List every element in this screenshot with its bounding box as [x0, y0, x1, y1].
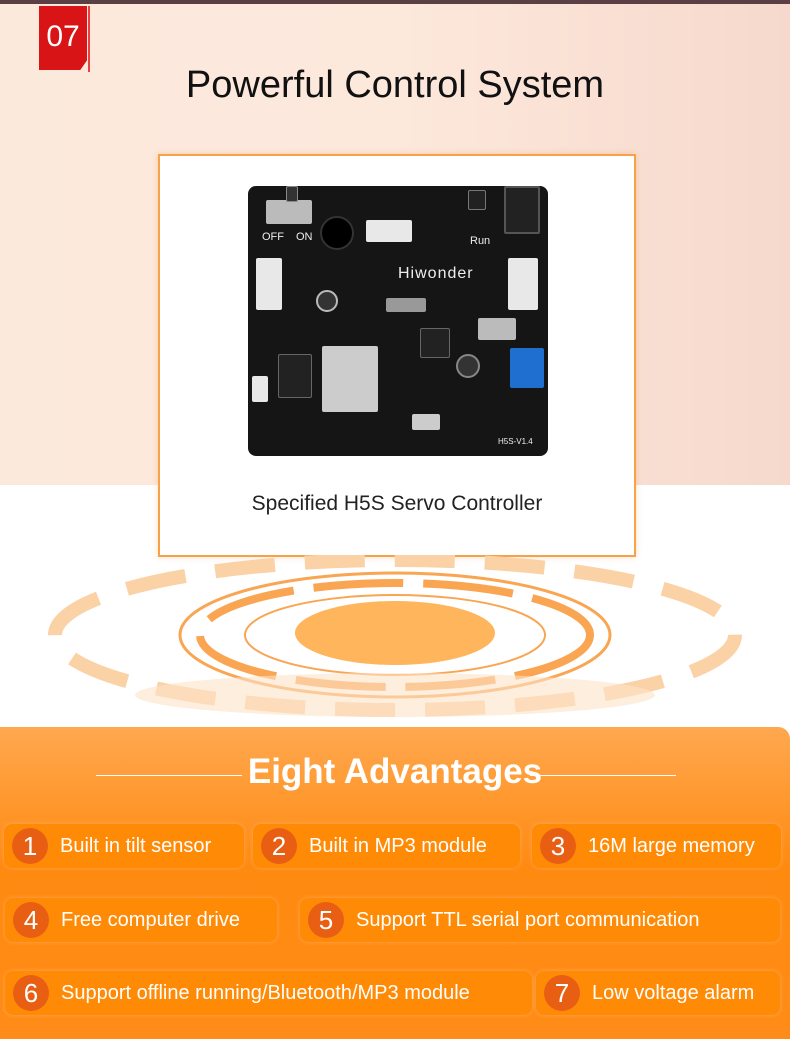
board-version-label: H5S-V1.4: [498, 437, 533, 446]
advantage-label: Built in MP3 module: [309, 834, 487, 857]
advantages-title: Eight Advantages: [247, 752, 543, 791]
board-on-label: ON: [296, 231, 313, 243]
advantage-number: 1: [12, 828, 48, 864]
badge-edge: [86, 6, 90, 72]
advantage-number: 7: [544, 975, 580, 1011]
advantage-item: 4 Free computer drive: [5, 898, 277, 942]
advantage-number: 5: [308, 902, 344, 938]
advantage-item: 1 Built in tilt sensor: [4, 824, 244, 868]
controller-board-image: OFF ON Hiwonder Run H5S-V1.4: [248, 186, 548, 456]
advantage-number: 6: [13, 975, 49, 1011]
top-bar: [0, 0, 790, 4]
advantage-label: Free computer drive: [61, 908, 240, 931]
advantage-label: 16M large memory: [588, 834, 755, 857]
board-brand-label: Hiwonder: [398, 265, 474, 282]
advantage-item: 3 16M large memory: [532, 824, 781, 868]
advantage-item: 5 Support TTL serial port communication: [300, 898, 780, 942]
product-card: OFF ON Hiwonder Run H5S-V1.4 Specified H…: [158, 154, 636, 557]
title-divider-left: [96, 775, 242, 776]
page-title: Powerful Control System: [185, 64, 605, 106]
advantage-number: 3: [540, 828, 576, 864]
board-off-label: OFF: [262, 231, 284, 243]
product-caption: Specified H5S Servo Controller: [251, 492, 543, 515]
advantage-item: 7 Low voltage alarm: [536, 971, 780, 1015]
section-badge: 07: [39, 6, 87, 70]
advantage-label: Support TTL serial port communication: [356, 908, 700, 931]
advantage-number: 2: [261, 828, 297, 864]
advantage-label: Built in tilt sensor: [60, 834, 212, 857]
advantage-label: Low voltage alarm: [592, 981, 755, 1004]
advantage-number: 4: [13, 902, 49, 938]
board-run-label: Run: [470, 235, 491, 247]
advantage-item: 6 Support offline running/Bluetooth/MP3 m…: [5, 971, 532, 1015]
advantage-item: 2 Built in MP3 module: [253, 824, 520, 868]
decorative-rings: [48, 555, 742, 717]
advantage-label: Support offline running/Bluetooth/MP3 mo…: [61, 981, 470, 1004]
title-divider-right: [530, 775, 676, 776]
